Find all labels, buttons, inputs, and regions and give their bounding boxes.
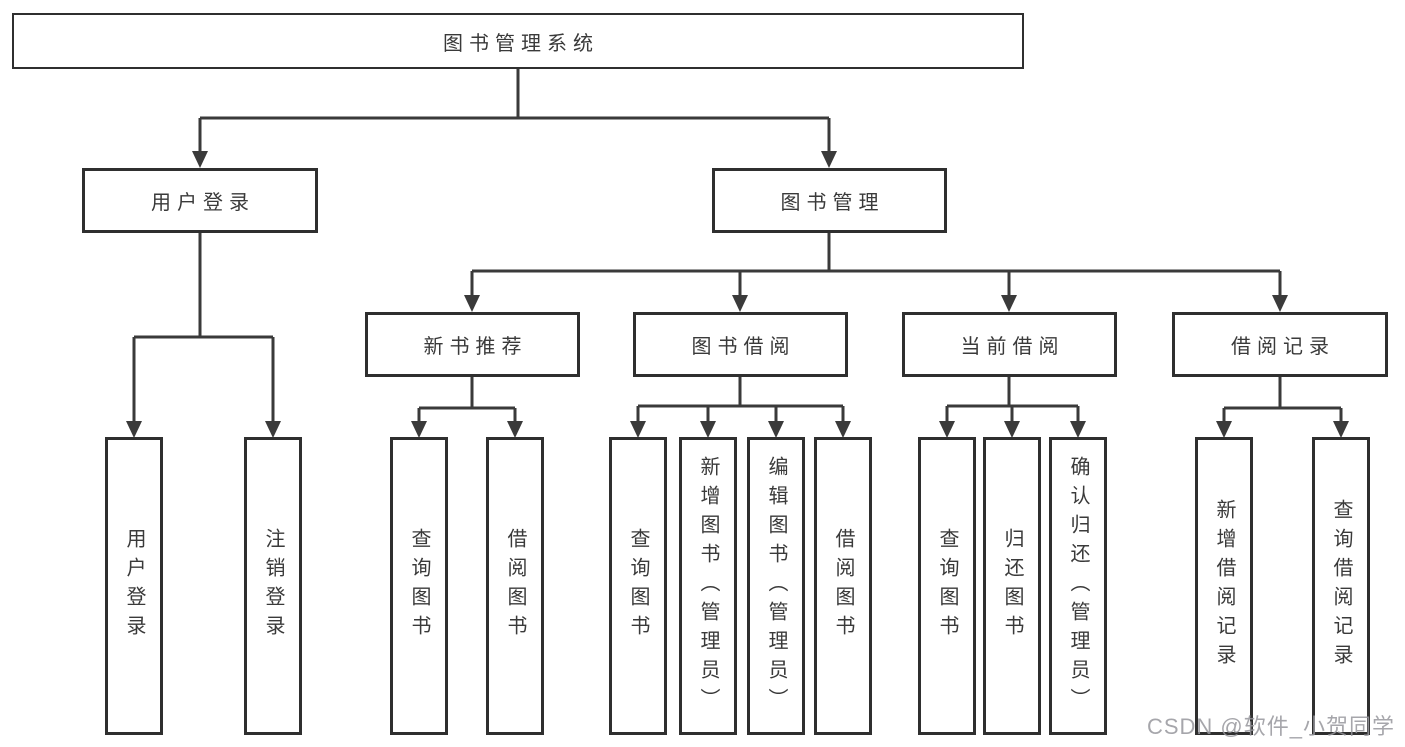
arrow-icon: [1216, 421, 1232, 438]
leaf-query-books-current: 查询图书: [918, 437, 976, 735]
arrow-icon: [126, 421, 142, 438]
arrow-icon: [192, 151, 208, 168]
arrow-icon: [265, 421, 281, 438]
node-current-borrowing: 当前借阅: [902, 312, 1117, 377]
node-label: 借阅图书: [832, 528, 854, 644]
arrow-icon: [1004, 421, 1020, 438]
arrow-icon: [821, 151, 837, 168]
leaf-user-login: 用户登录: [105, 437, 163, 735]
node-label: 新书推荐: [423, 336, 528, 358]
arrow-icon: [464, 295, 480, 312]
leaf-query-borrow-record: 查询借阅记录: [1312, 437, 1370, 735]
arrowheads: [126, 151, 1349, 438]
arrow-icon: [1333, 421, 1349, 438]
node-label: 借阅记录: [1231, 336, 1335, 358]
node-label: 新增图书（管理员）: [697, 455, 719, 717]
node-label: 归还图书: [1001, 528, 1023, 644]
connector-root: [198, 68, 831, 152]
arrow-icon: [1001, 295, 1017, 312]
arrow-icon: [835, 421, 851, 438]
leaf-borrow-books: 借阅图书: [814, 437, 872, 735]
node-label: 查询图书: [627, 528, 649, 644]
connector-book-borrow: [636, 377, 845, 422]
arrow-icon: [939, 421, 955, 438]
leaf-add-borrow-record: 新增借阅记录: [1195, 437, 1253, 735]
arrow-icon: [768, 421, 784, 438]
leaf-borrow-books-recommend: 借阅图书: [486, 437, 544, 735]
node-label: 用户登录: [151, 192, 255, 214]
node-borrow-records: 借阅记录: [1172, 312, 1388, 377]
arrow-icon: [732, 295, 748, 312]
node-book-management-branch: 图书管理: [712, 168, 947, 233]
arrow-icon: [1070, 421, 1086, 438]
leaf-add-book-admin: 新增图书（管理员）: [679, 437, 737, 735]
leaf-edit-book-admin: 编辑图书（管理员）: [747, 437, 805, 735]
node-label: 查询图书: [408, 528, 430, 644]
node-label: 查询借阅记录: [1330, 499, 1352, 673]
leaf-query-books-recommend: 查询图书: [390, 437, 448, 735]
node-label: 图书管理: [780, 192, 885, 214]
node-new-book-recommendation: 新书推荐: [365, 312, 580, 377]
node-label: 查询图书: [936, 528, 958, 644]
node-label: 确认归还（管理员）: [1067, 455, 1089, 717]
connector-paths: [132, 68, 1343, 422]
connector-new-book: [417, 377, 517, 422]
arrow-icon: [700, 421, 716, 438]
connector-book-management: [470, 233, 1282, 296]
arrow-icon: [630, 421, 646, 438]
leaf-return-book: 归还图书: [983, 437, 1041, 735]
connector-user-login: [132, 233, 275, 422]
connector-borrow-records: [1222, 377, 1343, 422]
leaf-confirm-return-admin: 确认归还（管理员）: [1049, 437, 1107, 735]
node-book-borrowing: 图书借阅: [633, 312, 848, 377]
leaf-query-books-borrow: 查询图书: [609, 437, 667, 735]
arrow-icon: [1272, 295, 1288, 312]
node-label: 图书借阅: [691, 336, 796, 358]
connector-current-borrow: [945, 377, 1080, 422]
node-label: 当前借阅: [960, 336, 1065, 358]
node-user-login-branch: 用户登录: [82, 168, 318, 233]
node-label: 图书管理系统: [443, 32, 599, 55]
node-label: 编辑图书（管理员）: [765, 455, 787, 717]
arrow-icon: [411, 421, 427, 438]
node-library-system-root: 图书管理系统: [12, 13, 1024, 69]
leaf-logout: 注销登录: [244, 437, 302, 735]
arrow-icon: [507, 421, 523, 438]
node-label: 注销登录: [262, 528, 284, 644]
node-label: 用户登录: [123, 528, 145, 644]
node-label: 借阅图书: [504, 528, 526, 644]
node-label: 新增借阅记录: [1213, 499, 1235, 673]
